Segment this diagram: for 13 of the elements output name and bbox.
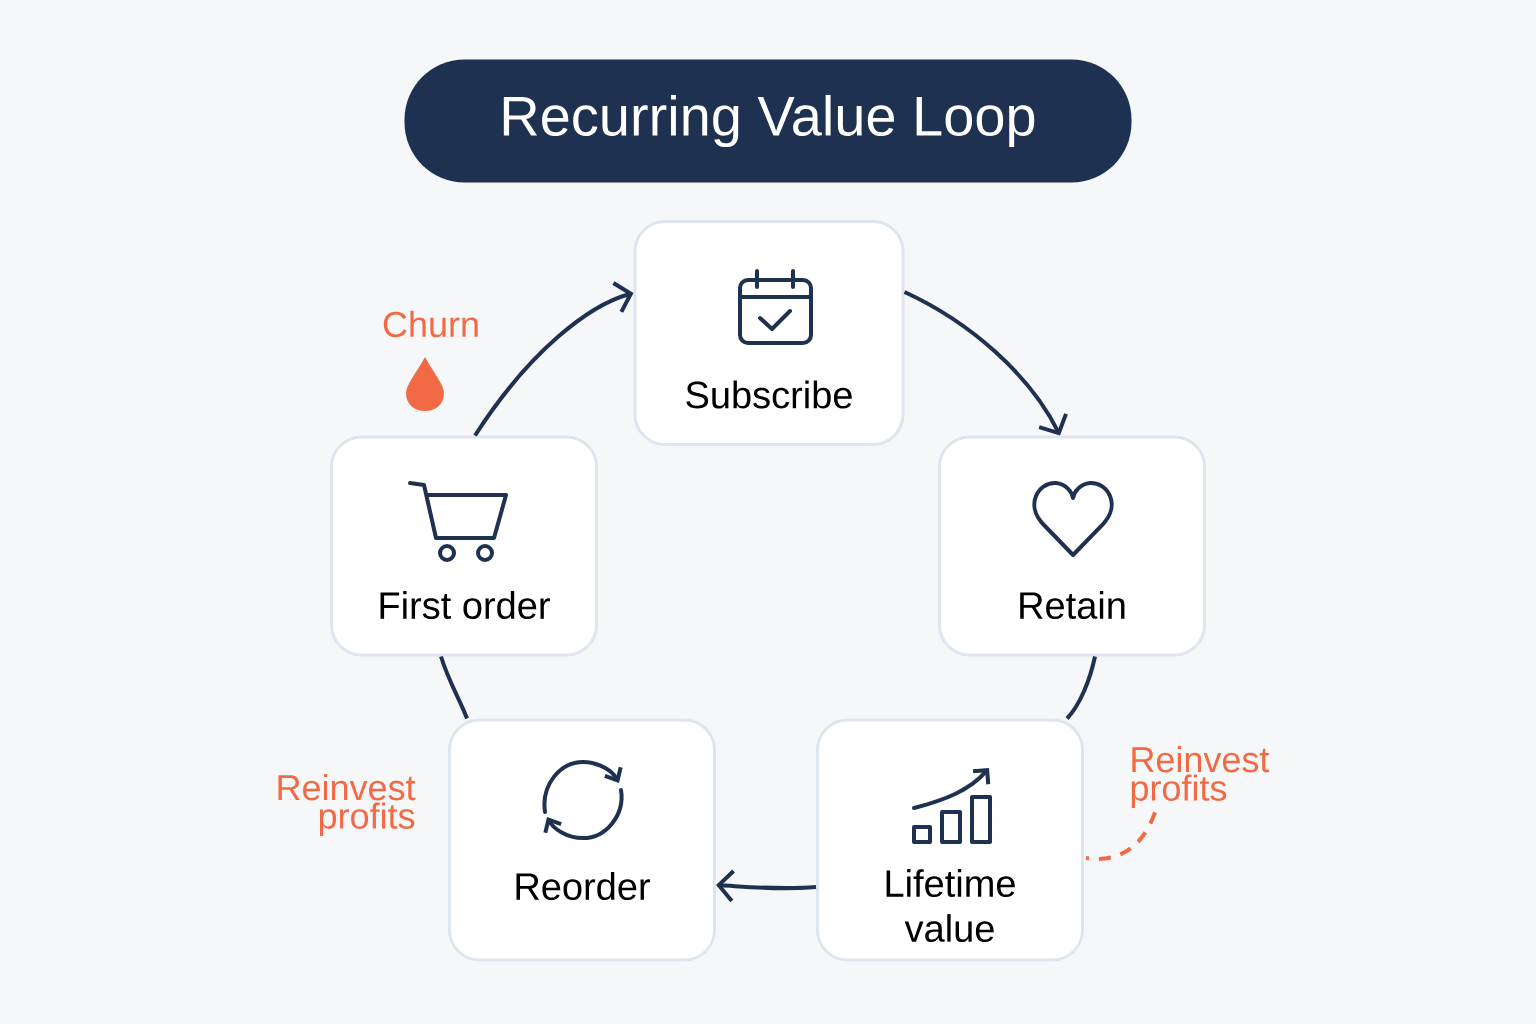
step-box: Lifetime value <box>816 718 1084 962</box>
arrow <box>903 290 1068 436</box>
arrow <box>716 869 817 903</box>
arrow <box>473 281 634 437</box>
leader-line <box>1085 811 1157 861</box>
step-box: Subscribe <box>633 220 905 446</box>
step-box: Reorder <box>448 718 716 962</box>
callout-text: Reinvest profits <box>1131 746 1270 808</box>
side-note: Reinvest profits <box>278 774 416 836</box>
step-box: First order <box>330 435 598 657</box>
step-box: Retain <box>938 435 1206 657</box>
churn-label: Churn <box>383 310 478 338</box>
title-banner: Recurring Value Loop <box>404 59 1132 183</box>
